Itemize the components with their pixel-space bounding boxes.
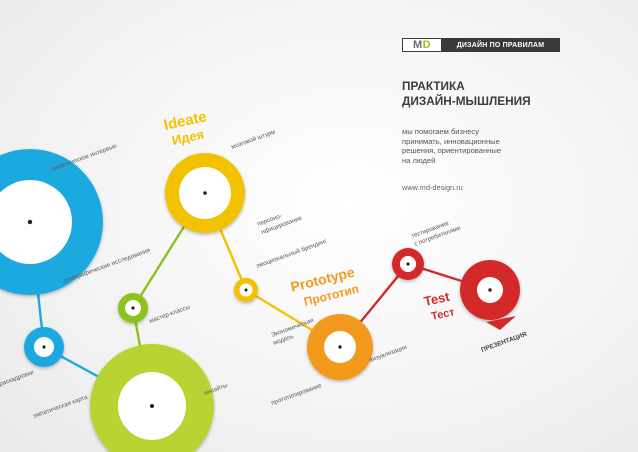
brand-tagline: ДИЗАЙН ПО ПРАВИЛАМ	[442, 39, 559, 51]
logo-letter-m: M	[412, 39, 423, 51]
ann-presentation: ПРЕЗЕНТАЦИЯ	[480, 331, 528, 354]
node-orange	[307, 314, 373, 380]
ann-workshops: мастер-классы	[148, 303, 191, 324]
logo-letter-d: D	[422, 39, 432, 51]
ann-visualization: визуализация	[368, 344, 408, 364]
node-small-red	[392, 248, 424, 280]
node-small-green	[118, 293, 148, 323]
title-line-2: ДИЗАЙН-МЫШЛЕНИЯ	[402, 94, 531, 108]
description: мы помогаем бизнесу принимать, инновацио…	[402, 127, 512, 165]
stage-ideate-ru: Идея	[171, 127, 206, 148]
description-line-2: принимать, инновационные	[402, 136, 500, 146]
title-line-1: ПРАКТИКА	[402, 79, 465, 93]
description-line-3: решения, ориентированные	[402, 146, 502, 156]
node-small-cyan	[24, 327, 64, 367]
ann-prototyping: прототипирование	[270, 382, 323, 407]
ann-brainstorm: мозговой штурм	[230, 128, 276, 150]
description-line-4: на людей	[402, 155, 436, 165]
description-line-1: мы помогаем бизнесу	[402, 127, 480, 136]
node-yellow	[165, 153, 245, 233]
website-link[interactable]: www.md-design.ru	[402, 183, 463, 192]
node-big-cyan	[0, 149, 103, 295]
page-title: ПРАКТИКА ДИЗАЙН-МЫШЛЕНИЯ	[402, 79, 582, 109]
node-small-yellow	[234, 278, 258, 302]
presentation-pointer	[486, 316, 516, 330]
ann-emotional-branding: эмоциональный брендинг	[255, 238, 328, 270]
ann-empathy-map: эмпатическая карта	[32, 394, 89, 420]
node-big-lime	[90, 344, 214, 452]
node-big-red	[460, 260, 520, 320]
stage-test-ru: Тест	[430, 306, 456, 323]
ann-storyboards: раскадровки	[0, 369, 35, 388]
stage-test-en: Test	[423, 289, 452, 309]
